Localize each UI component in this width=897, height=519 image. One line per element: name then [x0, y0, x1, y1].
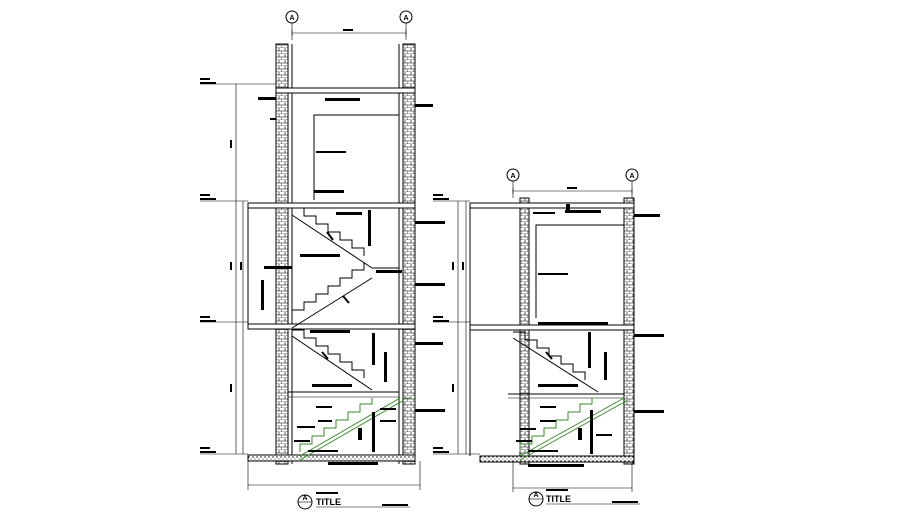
grid-label: A — [510, 173, 515, 180]
brick-wall-left — [275, 43, 289, 465]
top-dimension — [512, 187, 633, 194]
left-section: A A — [200, 10, 445, 510]
stair-flight-upper — [291, 207, 399, 269]
level-markers-right — [433, 194, 480, 455]
title-marker-label: A — [302, 495, 307, 502]
section-title-text: TITLE — [546, 494, 571, 504]
level-markers-left — [200, 78, 276, 455]
stair-flight-ground — [288, 391, 445, 465]
brick-wall-right — [402, 43, 416, 465]
right-section: A A — [433, 168, 664, 507]
top-dimension — [291, 29, 407, 36]
grid-label: A — [403, 15, 408, 22]
section-title-right: A TITLE — [528, 489, 640, 507]
floor-slabs — [247, 87, 416, 462]
stair-flight-middle — [247, 207, 402, 329]
stair-flight-ground — [508, 393, 629, 467]
title-marker-label: A — [533, 492, 538, 499]
grid-label: A — [629, 173, 634, 180]
stair-flight-upper — [469, 208, 607, 456]
section-title-text: TITLE — [316, 497, 341, 507]
grid-label: A — [289, 15, 294, 22]
floor-slabs — [469, 202, 635, 463]
section-title-left: A TITLE — [297, 492, 410, 510]
stair-flight-lower — [291, 329, 443, 391]
brick-wall-right — [623, 197, 635, 465]
brick-wall-left — [519, 197, 530, 465]
